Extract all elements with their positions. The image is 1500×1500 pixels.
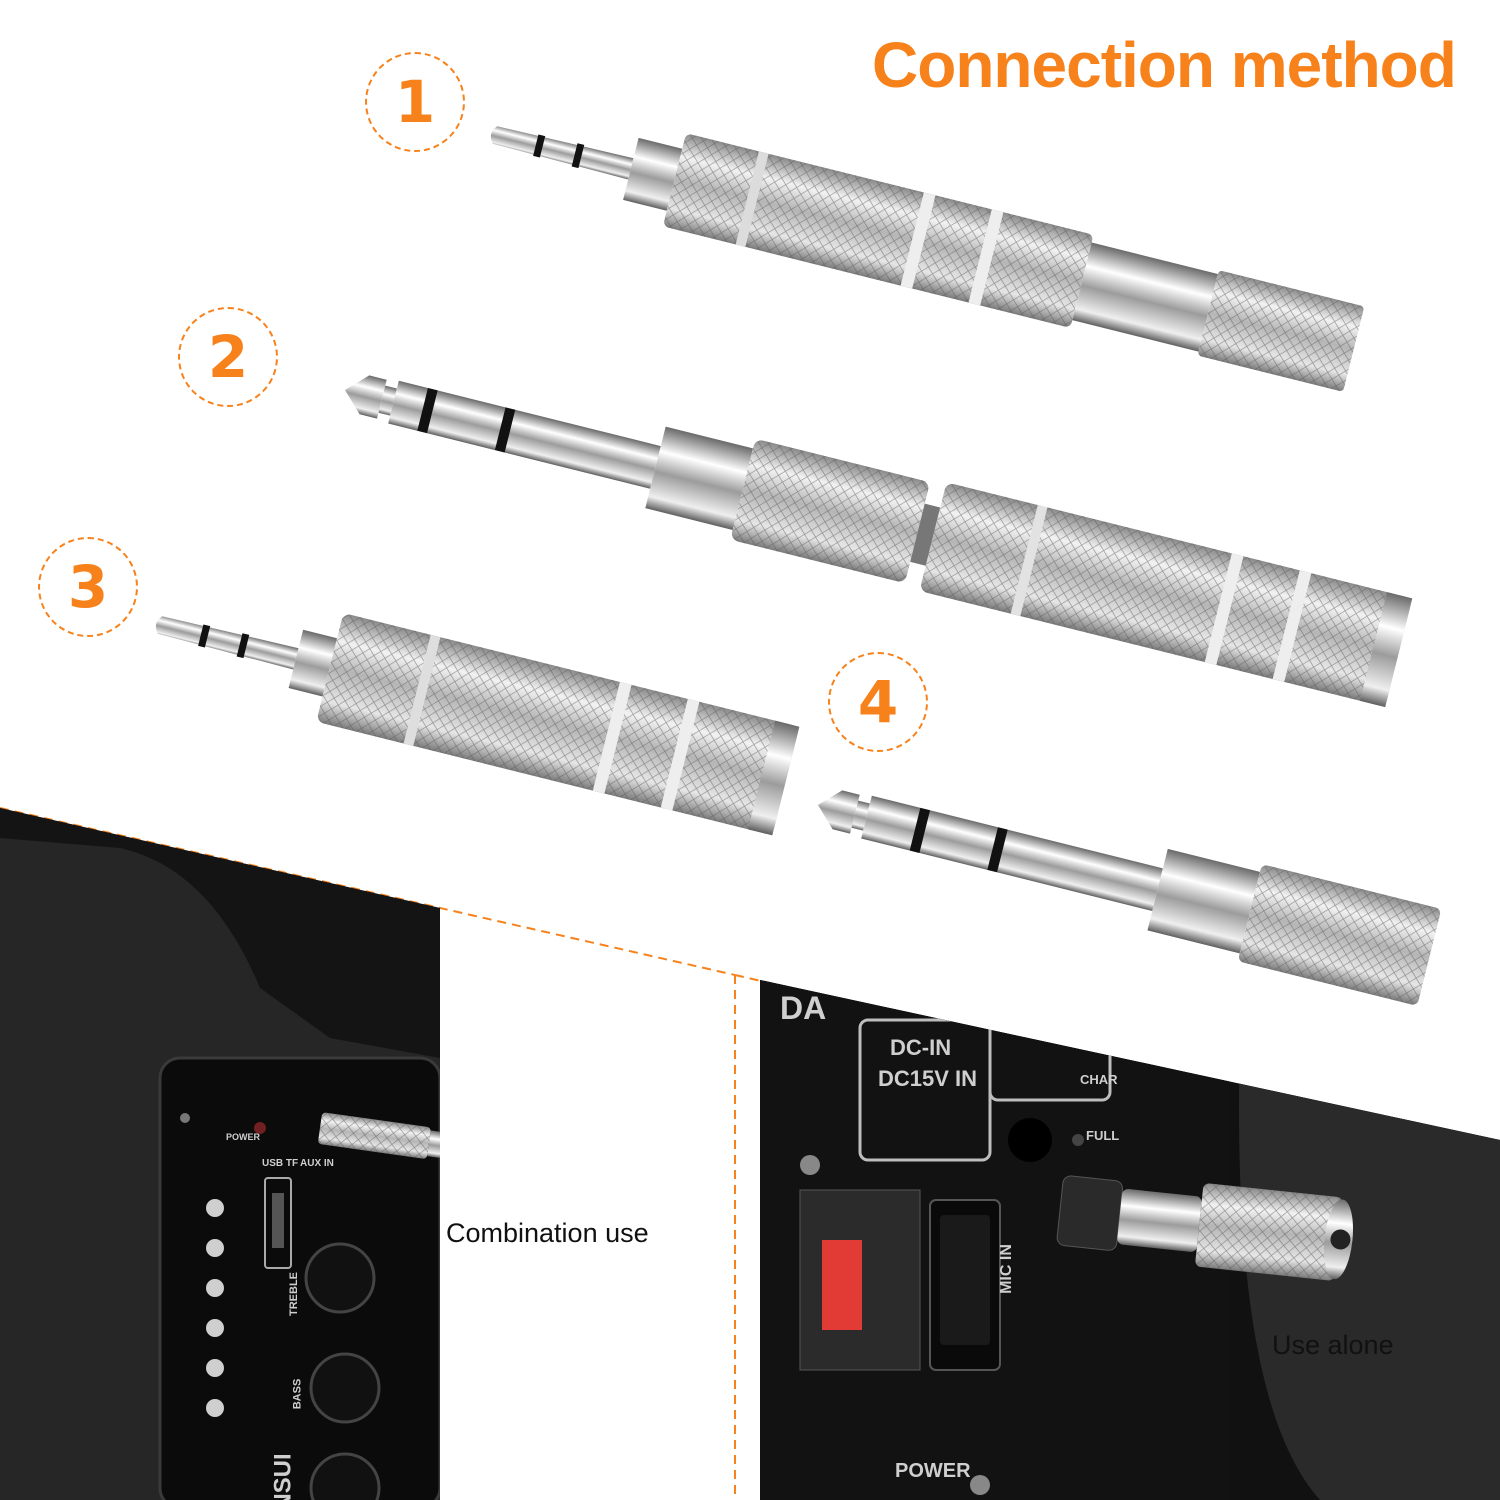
step-3-label: 3	[67, 553, 109, 621]
panel-aux-label: AUX IN	[300, 1158, 334, 1169]
panel-bass-label: BASS	[291, 1378, 304, 1410]
panel-char-label: CHAR	[1080, 1072, 1118, 1087]
adapter-4	[818, 790, 1441, 1005]
step-4-label: 4	[857, 668, 899, 736]
step-4-badge: 4	[828, 652, 928, 752]
panel-full-label: FULL	[1086, 1128, 1120, 1143]
panel-power-label: POWER	[895, 1460, 971, 1482]
panel-dc-spec-label: DC15V IN	[878, 1066, 978, 1091]
panel-mic-label: MIC IN	[997, 1244, 1015, 1294]
panel-brand-label: DA	[780, 990, 827, 1026]
step-3-badge: 3	[38, 537, 138, 637]
step-1-badge: 1	[365, 52, 465, 152]
divider-left	[0, 807, 736, 976]
panel-usb-label: USB TF	[262, 1158, 299, 1169]
panel-brand-label: NSUI	[269, 1453, 297, 1500]
caption-combination-use: Combination use	[446, 1218, 649, 1248]
step-2-badge: 2	[178, 307, 278, 407]
adapter-3	[155, 614, 800, 836]
step-2-label: 2	[207, 323, 249, 391]
use-alone-photo: DC-IN DC15V IN CHAR FULL MIC IN POWER DA	[760, 980, 1500, 1500]
combination-use-photo: POWER USB TF AUX IN TREBLE BASS NSUI	[0, 808, 440, 1500]
panel-power-label: POWER	[226, 1132, 261, 1142]
panel-dc-in-label: DC-IN	[890, 1035, 952, 1060]
panel-treble-label: TREBLE	[288, 1272, 300, 1316]
adapter-1	[490, 126, 1364, 391]
adapter-2	[345, 375, 1413, 708]
caption-use-alone: Use alone	[1272, 1330, 1394, 1360]
step-1-label: 1	[394, 68, 436, 136]
page-title: Connection method	[872, 29, 1457, 101]
